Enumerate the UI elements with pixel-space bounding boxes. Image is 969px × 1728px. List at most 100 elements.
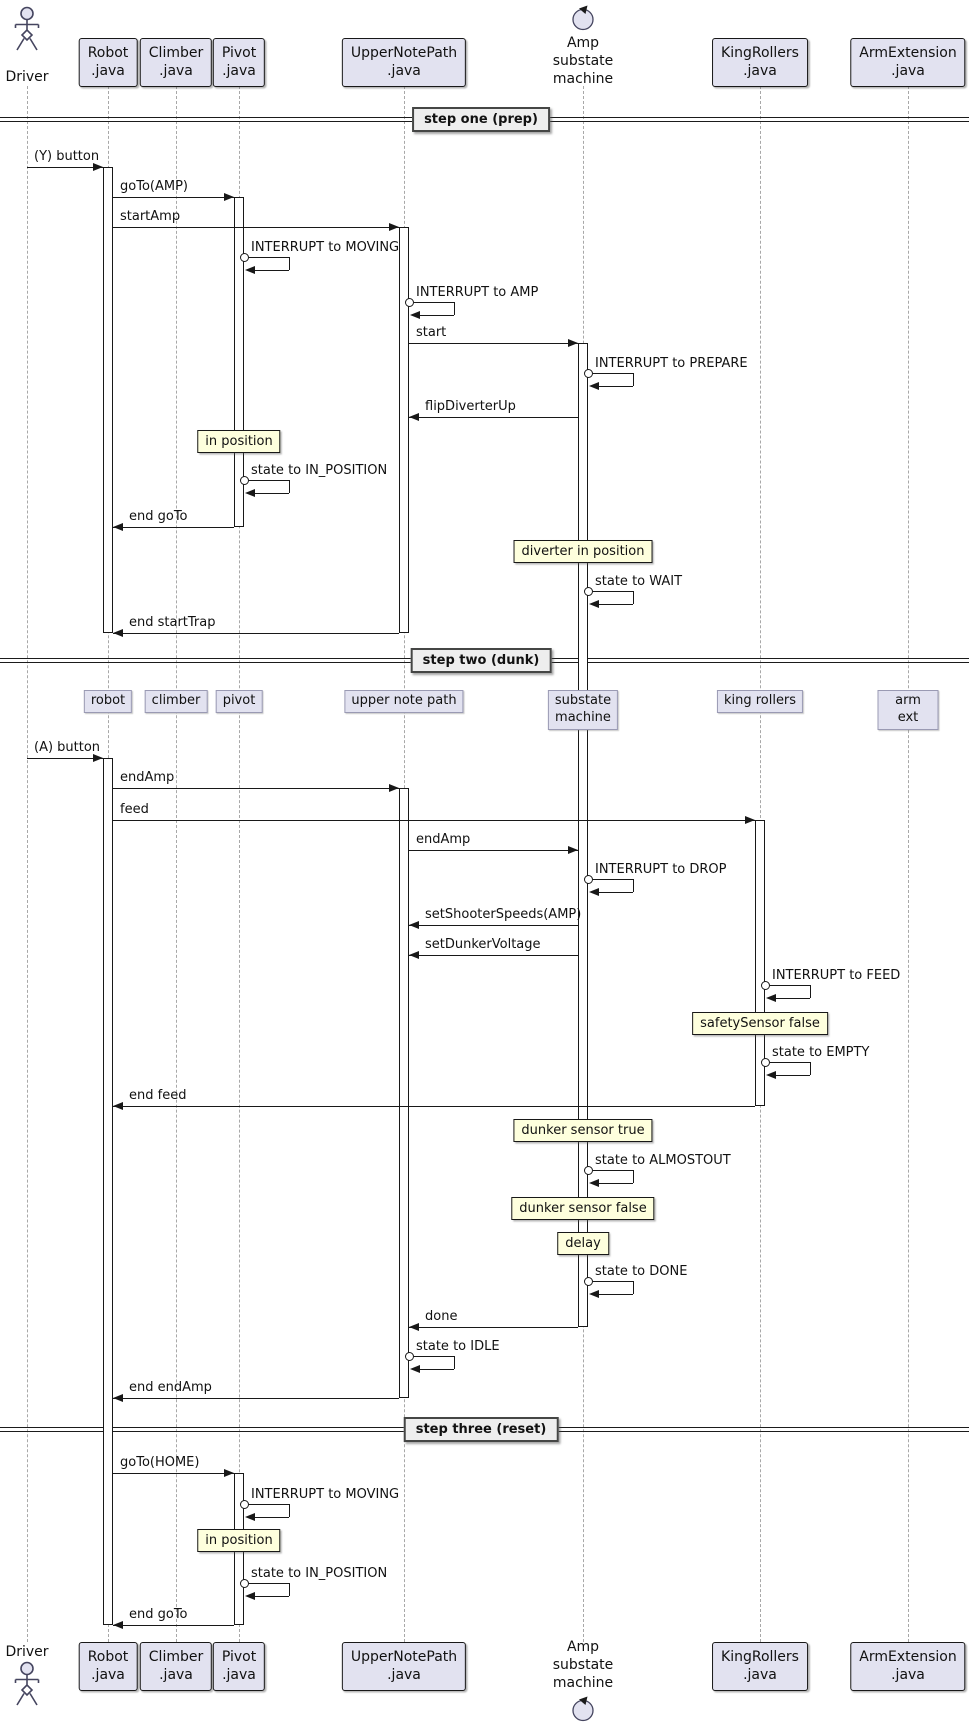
message-arrowhead <box>113 1102 123 1110</box>
self-message-arrowhead <box>589 600 599 608</box>
self-message-origin <box>584 875 593 884</box>
self-message-arrowhead <box>245 266 255 274</box>
message-line <box>409 850 578 851</box>
self-message-label: state to DONE <box>595 1264 688 1279</box>
participant-bottom-substate: Amp substate machine <box>552 1639 614 1692</box>
self-message-line <box>593 879 633 880</box>
lifeline-driver <box>27 86 28 1642</box>
message-label: end goTo <box>129 1607 188 1622</box>
message-arrowhead <box>568 846 578 854</box>
self-message-arrowhead <box>410 311 420 319</box>
self-message-origin <box>405 1352 414 1361</box>
message-label: end feed <box>129 1088 187 1103</box>
lifeline-arm_extension <box>908 86 909 1642</box>
message-line <box>27 758 103 759</box>
message-label: end endAmp <box>129 1380 212 1395</box>
participant-bottom-robot: Robot .java <box>78 1642 138 1691</box>
mid-label: upper note path <box>344 690 464 713</box>
message-label: startAmp <box>120 209 181 224</box>
participant-top-arm_extension: ArmExtension .java <box>850 38 966 87</box>
self-message-line <box>770 985 810 986</box>
self-message-line <box>633 1170 634 1183</box>
self-message-line <box>633 373 634 386</box>
message-arrowhead <box>409 921 419 929</box>
mid-label: pivot <box>215 690 263 713</box>
participant-bottom-driver: Driver <box>5 1644 49 1660</box>
self-message-origin <box>584 1277 593 1286</box>
self-message-arrowhead <box>245 1513 255 1521</box>
participant-bottom-upper_note_path: UpperNotePath .java <box>341 1642 467 1691</box>
self-message-arrowhead <box>245 1592 255 1600</box>
self-message-line <box>249 257 289 258</box>
self-message-line <box>598 1294 633 1295</box>
message-arrowhead <box>113 1621 123 1629</box>
lifeline-climber <box>176 86 177 1642</box>
control-icon <box>570 5 596 35</box>
self-message-line <box>593 373 633 374</box>
self-message-origin <box>761 1058 770 1067</box>
self-message-label: state to ALMOSTOUT <box>595 1153 731 1168</box>
message-arrowhead <box>409 1323 419 1331</box>
mid-label: substate machine <box>547 690 619 730</box>
message-line <box>113 1398 399 1399</box>
message-line <box>113 197 234 198</box>
mid-label: king rollers <box>716 690 804 713</box>
participant-top-pivot: Pivot .java <box>212 38 266 87</box>
self-message-line <box>254 270 289 271</box>
message-arrowhead <box>389 784 399 792</box>
participant-top-substate: Amp substate machine <box>552 35 614 88</box>
self-message-line <box>633 879 634 892</box>
self-message-origin <box>405 298 414 307</box>
self-message-label: INTERRUPT to AMP <box>416 285 539 300</box>
participant-top-driver: Driver <box>5 69 49 85</box>
participant-bottom-king_rollers: KingRollers .java <box>712 1642 808 1691</box>
self-message-line <box>598 1183 633 1184</box>
self-message-origin <box>584 369 593 378</box>
self-message-origin <box>240 1579 249 1588</box>
self-message-line <box>598 892 633 893</box>
activation-substate <box>578 343 588 1327</box>
self-message-line <box>289 257 290 270</box>
participant-top-climber: Climber .java <box>139 38 213 87</box>
message-label: flipDiverterUp <box>425 399 516 414</box>
message-line <box>113 788 399 789</box>
message-arrowhead <box>409 413 419 421</box>
divider-label-1: step one (prep) <box>412 107 550 132</box>
self-message-line <box>414 302 454 303</box>
note: diverter in position <box>513 540 653 563</box>
self-message-line <box>289 480 290 493</box>
self-message-label: INTERRUPT to MOVING <box>251 1487 400 1502</box>
message-arrowhead <box>389 223 399 231</box>
message-label: goTo(AMP) <box>120 179 188 194</box>
message-label: end goTo <box>129 509 188 524</box>
message-label: setShooterSpeeds(AMP) <box>425 907 582 922</box>
mid-label: robot <box>83 690 133 713</box>
actor-icon <box>12 1661 42 1711</box>
self-message-origin <box>240 253 249 262</box>
activation-king_rollers <box>755 820 765 1106</box>
self-message-arrowhead <box>410 1365 420 1373</box>
lifeline-pivot <box>239 86 240 1642</box>
activation-pivot <box>234 197 244 527</box>
self-message-line <box>593 1170 633 1171</box>
self-message-origin <box>240 476 249 485</box>
divider-label-2: step two (dunk) <box>410 648 552 673</box>
message-arrowhead <box>113 1394 123 1402</box>
self-message-label: state to IN_POSITION <box>251 463 388 478</box>
activation-robot <box>103 167 113 633</box>
note: in position <box>197 430 281 453</box>
self-message-line <box>419 1369 454 1370</box>
message-label: done <box>425 1309 458 1324</box>
participant-bottom-arm_extension: ArmExtension .java <box>850 1642 966 1691</box>
activation-upper_note_path <box>399 788 409 1398</box>
self-message-arrowhead <box>766 994 776 1002</box>
self-message-label: state to IDLE <box>416 1339 500 1354</box>
self-message-origin <box>240 1500 249 1509</box>
self-message-line <box>419 315 454 316</box>
self-message-line <box>770 1062 810 1063</box>
message-line <box>113 1106 755 1107</box>
self-message-line <box>249 1504 289 1505</box>
message-label: start <box>416 325 447 340</box>
message-label: endAmp <box>416 832 471 847</box>
message-arrowhead <box>93 163 103 171</box>
